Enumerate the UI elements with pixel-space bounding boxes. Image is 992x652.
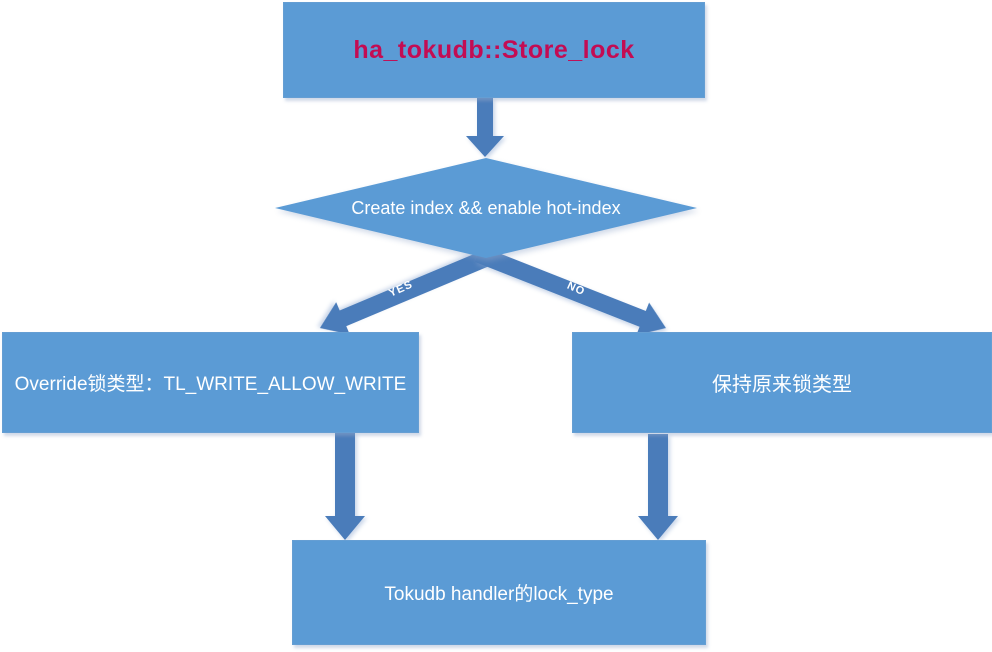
title-node: ha_tokudb::Store_lock: [283, 2, 705, 98]
override-lock-label: Override锁类型：TL_WRITE_ALLOW_WRITE: [14, 374, 407, 395]
keep-lock-node: 保持原来锁类型: [572, 332, 992, 433]
title-node-label: ha_tokudb::Store_lock: [353, 35, 635, 64]
arrow-yes-branch: [319, 246, 500, 335]
override-lock-node: Override锁类型：TL_WRITE_ALLOW_WRITE: [2, 332, 419, 433]
arrow-no-branch: [474, 246, 666, 336]
arrow-title-to-decision: [466, 98, 504, 157]
arrow-keep-to-result: [638, 434, 678, 540]
decision-node: Create index && enable hot-index: [275, 158, 697, 258]
decision-label: Create index && enable hot-index: [351, 197, 621, 218]
handler-lock-type-node: Tokudb handler的lock_type: [292, 540, 706, 645]
handler-lock-type-label: Tokudb handler的lock_type: [384, 584, 614, 605]
decision-diamond: Create index && enable hot-index: [275, 158, 697, 258]
arrow-override-to-result: [325, 433, 365, 540]
keep-lock-label: 保持原来锁类型: [712, 374, 852, 396]
